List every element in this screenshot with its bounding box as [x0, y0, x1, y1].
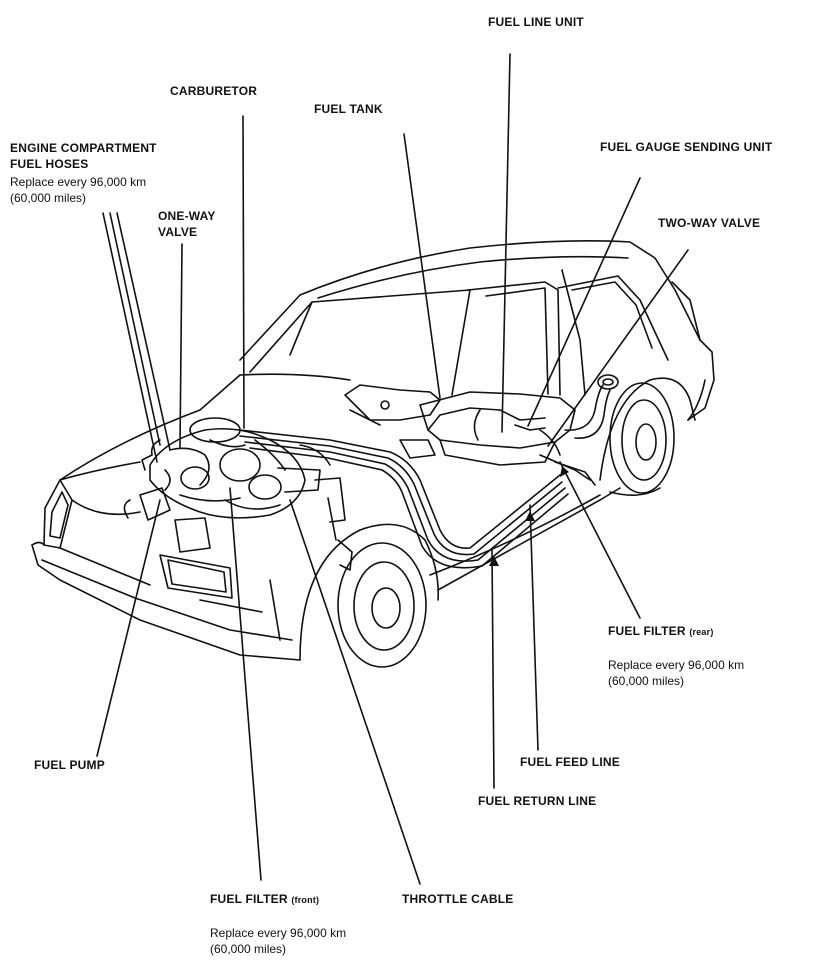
- leader-lines: [96, 53, 689, 885]
- note-engine-hoses-line1: Replace every 96,000 km: [10, 175, 147, 189]
- engine-assembly: [123, 417, 353, 571]
- label-fuel-filter-front-tag: (front): [291, 895, 320, 905]
- note-engine-hoses-line2: (60,000 miles): [10, 191, 87, 205]
- label-fuel-tank: FUEL TANK: [314, 102, 383, 116]
- label-two-way-valve: TWO-WAY VALVE: [658, 216, 761, 230]
- fuel-tank-shape: [344, 384, 576, 466]
- label-fuel-filter-rear: FUEL FILTER (rear): [608, 624, 714, 640]
- label-fuel-pump: FUEL PUMP: [34, 758, 105, 772]
- label-throttle-cable: THROTTLE CABLE: [402, 892, 514, 906]
- note-fuel-filter-rear-line2: (60,000 miles): [608, 674, 685, 688]
- label-fuel-feed-line: FUEL FEED LINE: [520, 755, 620, 769]
- note-fuel-filter-rear-line1: Replace every 96,000 km: [608, 658, 745, 672]
- label-one-way-line1: ONE-WAY: [158, 209, 216, 223]
- note-fuel-filter-front-line2: (60,000 miles): [210, 942, 287, 956]
- label-fuel-filter-rear-tag: (rear): [689, 627, 714, 637]
- note-fuel-filter-front-line1: Replace every 96,000 km: [210, 926, 347, 940]
- label-engine-compartment-line2: FUEL HOSES: [10, 157, 89, 171]
- filler-neck: [564, 374, 619, 439]
- label-one-way-line2: VALVE: [158, 225, 198, 239]
- label-fuel-filter-front: FUEL FILTER (front): [210, 892, 319, 908]
- fuel-lines: [239, 429, 596, 569]
- car-body: [31, 240, 715, 668]
- label-engine-compartment-line1: ENGINE COMPARTMENT: [10, 141, 157, 155]
- label-fuel-line-unit: FUEL LINE UNIT: [488, 15, 584, 29]
- label-fuel-return-line: FUEL RETURN LINE: [478, 794, 597, 808]
- label-fuel-filter-front-text: FUEL FILTER: [210, 892, 288, 906]
- label-fuel-gauge-sending-unit: FUEL GAUGE SENDING UNIT: [600, 140, 773, 154]
- label-carburetor: CARBURETOR: [170, 84, 258, 98]
- leader-arrowheads: [489, 466, 569, 566]
- label-fuel-filter-rear-text: FUEL FILTER: [608, 624, 686, 638]
